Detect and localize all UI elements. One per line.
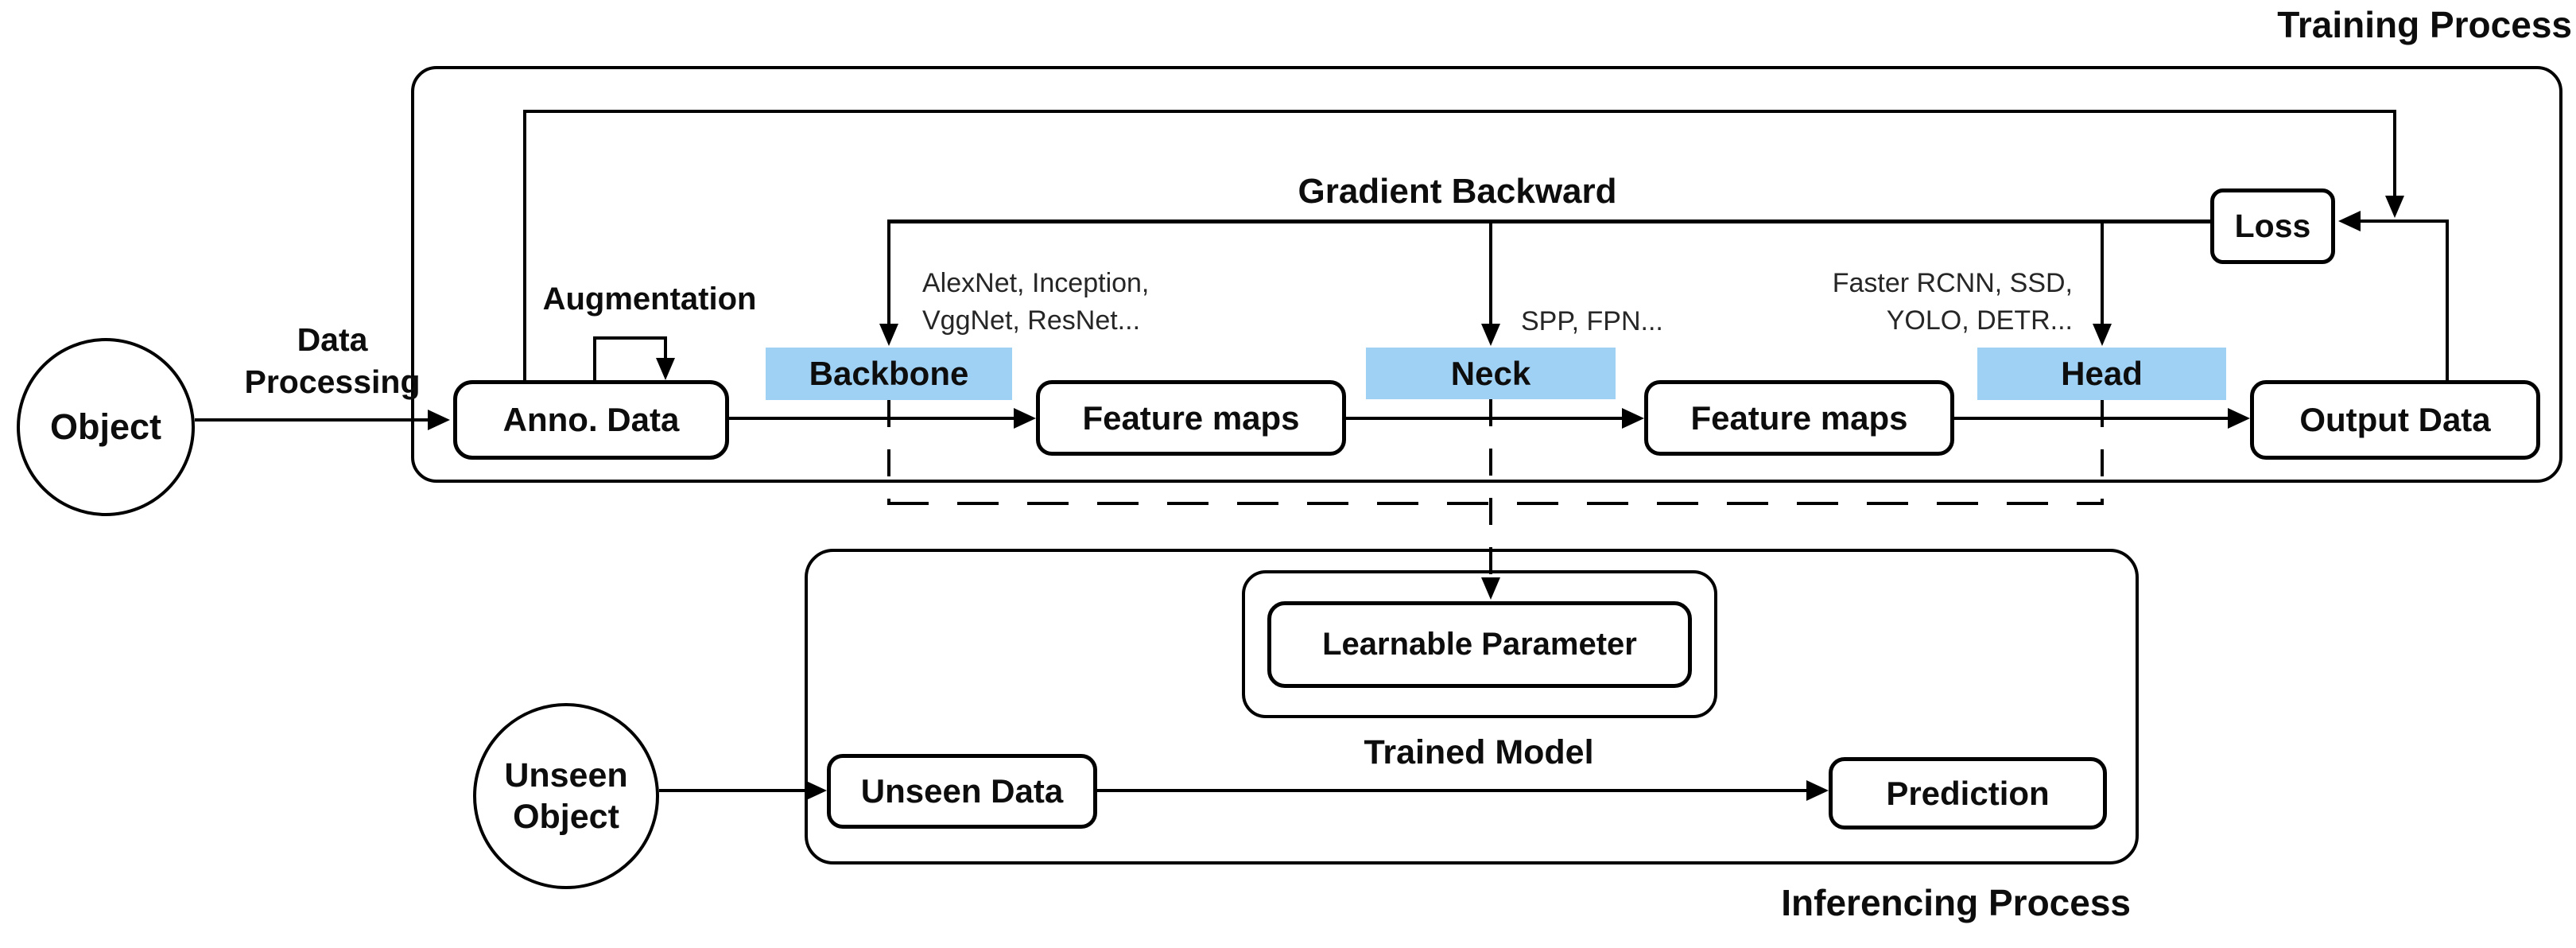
connector-data-to-prediction	[1097, 789, 1806, 792]
head-examples: Faster RCNN, SSD, YOLO, DETR...	[1832, 268, 2073, 336]
augmentation-loop-top	[593, 336, 667, 340]
unseen-data-node: Unseen Data	[827, 754, 1097, 829]
arrowhead-gradient-backbone	[879, 324, 898, 346]
arrowhead-unseen-object-to-data	[805, 780, 827, 801]
unseen-object-node: Unseen Object	[473, 703, 659, 889]
object-label: Object	[49, 406, 162, 447]
prediction-node: Prediction	[1829, 757, 2107, 830]
connector-fm2-to-output	[1954, 417, 2228, 420]
arrowhead-anno-to-fm1	[1014, 408, 1036, 429]
dashed-head-down	[2101, 400, 2104, 503]
connector-unseen-object-to-data	[659, 789, 805, 792]
arrowhead-gradient-neck	[1481, 324, 1500, 346]
inferencing-process-container	[805, 549, 2139, 864]
arrowhead-object-to-anno-data	[428, 410, 450, 430]
backbone-examples: AlexNet, Inception, VggNet, ResNet...	[922, 268, 1150, 336]
arrowhead-gradient-head	[2093, 324, 2112, 346]
gradient-drop-head	[2101, 220, 2104, 324]
return-output-up	[2446, 221, 2449, 380]
connector-object-to-anno-data	[195, 418, 428, 422]
gradient-drop-backbone	[887, 220, 890, 324]
trained-model-label: Trained Model	[1364, 733, 1594, 771]
augmentation-loop-left	[593, 338, 596, 380]
dashed-neck-to-parameter	[1489, 399, 1492, 577]
arrowhead-into-loss	[2338, 211, 2361, 231]
arrowhead-loop-to-loss-line	[2385, 196, 2404, 218]
neck-stage: Neck	[1366, 348, 1616, 399]
connector-anno-to-fm1	[729, 417, 1014, 420]
loop-top	[523, 110, 2396, 113]
output-data-node: Output Data	[2250, 380, 2540, 460]
dashed-backbone-down	[887, 400, 890, 503]
training-process-title: Training Process	[2277, 4, 2572, 45]
return-to-loss	[2357, 220, 2449, 223]
augmentation-label: Augmentation	[542, 282, 757, 317]
feature-maps-2-node: Feature maps	[1644, 380, 1954, 456]
feature-maps-1-node: Feature maps	[1036, 380, 1346, 456]
learnable-parameter-node: Learnable Parameter	[1267, 601, 1692, 688]
training-process-container	[411, 66, 2562, 483]
head-stage: Head	[1977, 348, 2226, 400]
loop-down	[2393, 110, 2396, 196]
gradient-backward-label: Gradient Backward	[1298, 172, 1617, 211]
gradient-backward-line	[887, 220, 2210, 223]
backbone-stage: Backbone	[766, 348, 1012, 400]
arrowhead-into-learnable-parameter	[1481, 577, 1500, 600]
data-processing-label: Data Processing	[244, 321, 421, 400]
arrowhead-fm2-to-output	[2228, 408, 2250, 429]
augmentation-loop-right	[664, 336, 667, 359]
arrowhead-data-to-prediction	[1806, 780, 1829, 801]
arrowhead-augmentation	[656, 358, 675, 380]
arrowhead-fm1-to-fm2	[1622, 408, 1644, 429]
inferencing-process-title: Inferencing Process	[1781, 882, 2131, 923]
loop-anno-up	[523, 111, 526, 380]
object-node: Object	[17, 338, 195, 516]
anno-data-node: Anno. Data	[453, 380, 729, 460]
neck-examples: SPP, FPN...	[1521, 306, 1663, 336]
dashed-collector	[887, 502, 2104, 505]
connector-fm1-to-fm2	[1346, 417, 1622, 420]
gradient-drop-neck	[1489, 220, 1492, 324]
loss-node: Loss	[2210, 188, 2335, 264]
